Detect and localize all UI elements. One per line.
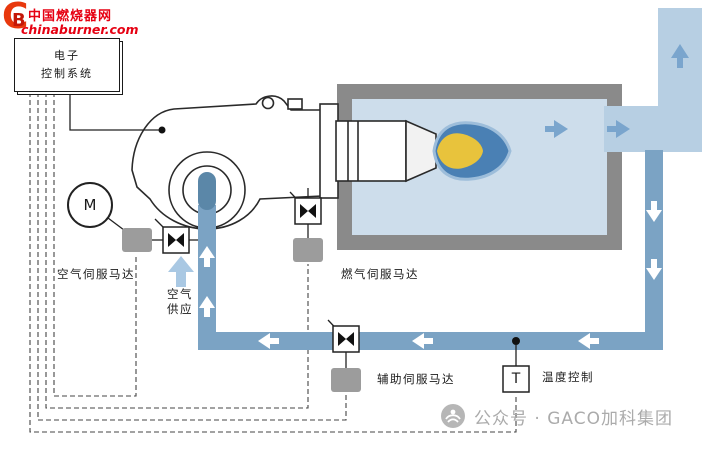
air-supply-arrow-icon [168, 256, 194, 287]
logo-letter-b: B [12, 10, 26, 31]
pipe-flow-arrow-left [258, 333, 599, 349]
burner-barrel [335, 119, 437, 183]
logo-letter-c: C [2, 0, 29, 37]
gas-servo-assembly [289, 188, 323, 262]
aux-servo-motor-box [331, 368, 361, 392]
motor-symbol-label: M [83, 196, 97, 214]
nozzle-cone [405, 119, 437, 183]
exhaust-duct [545, 8, 702, 152]
site-logo-icon: C B [2, 0, 32, 48]
gas-valve-icon [294, 197, 322, 225]
connection-dot [158, 126, 166, 134]
watermark: 公众号 · GACO加科集团 [440, 403, 673, 429]
electronic-control-box: 电子 控制系统 [14, 38, 120, 92]
pipe-flow-arrow-up [199, 246, 215, 317]
label-air-supply: 空气 供应 [167, 287, 193, 316]
flue-flow-arrow-right [545, 120, 630, 138]
label-aux-servo: 辅助伺服马达 [377, 372, 455, 386]
watermark-text: 公众号 · GACO加科集团 [474, 408, 673, 429]
temp-sensor [502, 337, 530, 393]
control-line-solid [69, 92, 166, 134]
site-title: 中国燃烧器网 [28, 9, 113, 24]
air-pipe-loop [198, 150, 663, 350]
sensor-tap-dot [512, 337, 520, 345]
label-gas-servo: 燃气伺服马达 [341, 267, 419, 281]
temp-symbol-label: T [511, 371, 521, 387]
gaco-logo-icon [441, 404, 465, 428]
pipe-inlet-cap [198, 172, 216, 210]
pipe-flow-arrow-down [646, 201, 662, 280]
flame-core [437, 133, 483, 169]
air-servo-assembly [107, 217, 198, 254]
label-temp-control: 温度控制 [542, 370, 594, 384]
gas-servo-motor-box [293, 238, 323, 262]
flame [432, 121, 512, 181]
flue-flow-arrow-up [671, 44, 689, 68]
site-url: chinaburner.com [21, 22, 139, 37]
motor-circle [67, 182, 113, 228]
aux-servo-assembly [327, 319, 361, 392]
label-air-servo: 空气伺服马达 [57, 267, 135, 281]
air-servo-motor-box [122, 228, 152, 252]
control-box-line1: 电子 [54, 49, 80, 63]
temp-sensor-box [502, 365, 530, 393]
control-box-line2: 控制系统 [41, 67, 93, 80]
